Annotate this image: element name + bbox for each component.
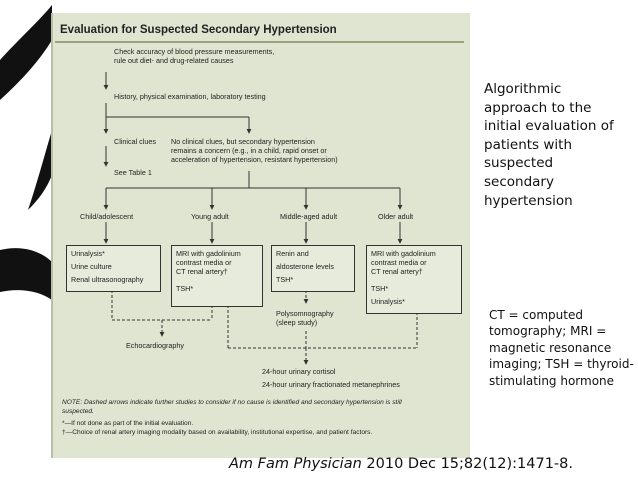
older-test-line-2: contrast media or — [371, 258, 427, 267]
figure-title: Evaluation for Suspected Secondary Hyper… — [60, 24, 337, 36]
note-line-1: NOTE: Dashed arrows indicate further stu… — [62, 399, 402, 406]
young-test-line-1: MRI with gadolinium — [176, 249, 241, 258]
footnote-dagger: †—Choice of renal artery imaging modalit… — [62, 429, 373, 436]
urinary-metanephrines: 24-hour urinary fractionated metanephrin… — [262, 380, 400, 389]
young-test-line-3: CT renal artery† — [176, 267, 228, 276]
older-test-line-3: CT renal artery† — [371, 267, 423, 276]
citation: Am Fam Physician 2010 Dec 15;82(12):1471… — [229, 456, 573, 472]
citation-journal: Am Fam Physician — [229, 456, 362, 472]
step-check-accuracy-line-2: rule out diet- and drug-related causes — [114, 56, 234, 65]
child-test-urinalysis: Urinalysis* — [71, 249, 105, 258]
side-caption: Algorithmic approach to the initial eval… — [484, 81, 614, 209]
child-test-urine-culture: Urine culture — [71, 262, 112, 271]
young-test-line-2: contrast media or — [176, 258, 232, 267]
see-table-1: See Table 1 — [114, 168, 152, 177]
middle-test-tsh: TSH* — [276, 275, 294, 284]
middle-test-line-1: Renin and — [276, 249, 309, 258]
branch-clinical-clues: Clinical clues — [114, 137, 156, 146]
branch-no-clues-line-1: No clinical clues, but secondary hyperte… — [171, 137, 315, 146]
polysomnography-line-2: (sleep study) — [276, 318, 318, 327]
young-test-tsh: TSH* — [176, 284, 194, 293]
branch-no-clues-line-3: acceleration of hypertension, resistant … — [171, 155, 338, 164]
box-middle-aged-tests — [271, 245, 355, 292]
child-test-renal-ultrasonography: Renal ultrasonography — [71, 275, 144, 284]
branch-no-clues-line-2: remains a concern (e.g., in a child, rap… — [171, 146, 327, 155]
figure-note: NOTE: Dashed arrows indicate further stu… — [62, 398, 462, 437]
group-middle-aged-adult: Middle-aged adult — [280, 212, 338, 221]
abbreviations: CT = computed tomography; MRI = magnetic… — [489, 308, 634, 388]
older-test-line-1: MRI with gadolinium — [371, 249, 436, 258]
older-test-tsh: TSH* — [371, 284, 389, 293]
footnote-asterisk: *—If not done as part of the initial eva… — [62, 420, 194, 427]
title-rule — [55, 41, 464, 43]
step-history-exam: History, physical examination, laborator… — [114, 92, 266, 101]
step-check-accuracy-line-1: Check accuracy of blood pressure measure… — [114, 47, 275, 56]
group-young-adult: Young adult — [191, 212, 229, 221]
box-child-tests — [66, 245, 161, 292]
urinary-cortisol: 24-hour urinary cortisol — [262, 367, 336, 376]
group-older-adult: Older adult — [378, 212, 414, 221]
note-line-2: suspected. — [62, 408, 94, 415]
group-child-adolescent: Child/adolescent — [80, 212, 134, 221]
box-young-adult-tests — [171, 245, 263, 307]
polysomnography-line-1: Polysomnography — [276, 309, 334, 318]
citation-details: 2010 Dec 15;82(12):1471-8. — [361, 456, 573, 472]
echocardiography: Echocardiography — [126, 341, 184, 350]
box-older-adult-tests — [366, 245, 462, 314]
decorative-swoosh — [0, 0, 60, 479]
older-test-urinalysis: Urinalysis* — [371, 297, 405, 306]
middle-test-line-2: aldosterone levels — [276, 262, 334, 271]
